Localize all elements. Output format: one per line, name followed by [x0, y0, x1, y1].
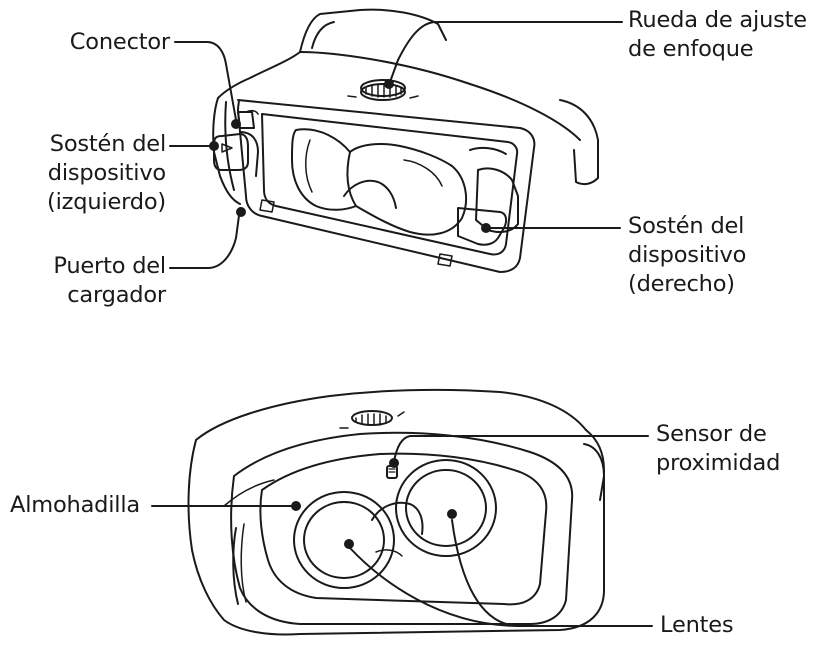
- label-proximity-sensor: Sensor de proximidad: [656, 420, 780, 478]
- label-lenses: Lentes: [660, 611, 733, 640]
- focus-wheel-drawing: [348, 80, 418, 100]
- label-connector: Conector: [70, 28, 170, 57]
- headset-front-illustration: [213, 10, 598, 272]
- label-charger-port: Puerto del cargador: [53, 252, 166, 310]
- label-focus-wheel: Rueda de ajuste de enfoque: [628, 6, 807, 64]
- left-holder-drawing: [214, 132, 258, 176]
- leader-dots: [209, 79, 491, 549]
- headset-back-illustration: [189, 390, 604, 635]
- label-device-holder-left: Sostén del dispositivo (izquierdo): [47, 130, 166, 217]
- leader-lines: [152, 22, 652, 626]
- lens-right-drawing: [396, 460, 496, 556]
- label-device-holder-right: Sostén del dispositivo (derecho): [628, 212, 746, 299]
- label-cushion: Almohadilla: [10, 491, 140, 520]
